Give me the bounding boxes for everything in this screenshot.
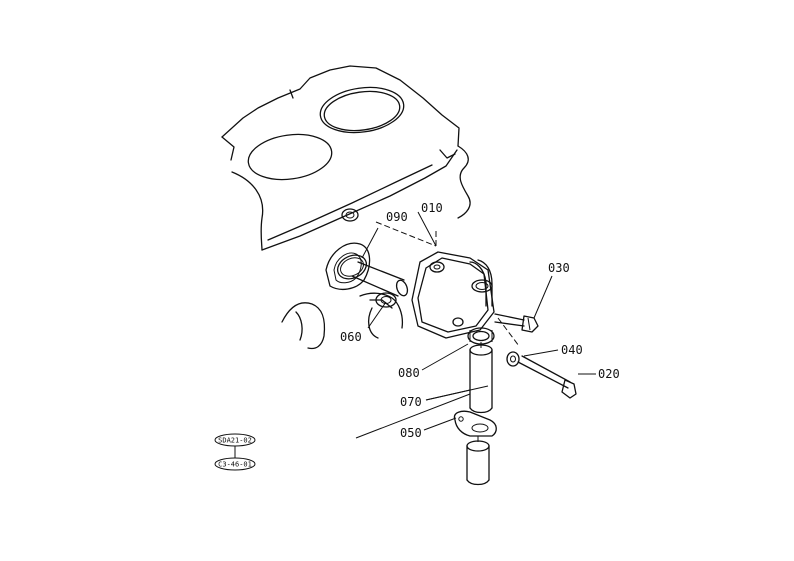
engine-block [221,65,471,350]
gasket-080 [467,327,495,345]
callout-labels: 010 090 030 060 040 080 020 070 050 [340,201,620,440]
bolt-020 [517,355,577,399]
callout-020: 020 [598,367,620,381]
callout-090: 090 [386,210,408,224]
tube-070 [469,344,493,414]
callout-050: 050 [400,426,422,440]
reference-stamps: SDA21-02 C3-46-01 [214,433,256,471]
bolt-030 [494,313,539,333]
pipe-060 [351,261,409,297]
flange-050 [453,410,497,437]
tube-lower [466,440,490,486]
stamp-bottom-text: C3-46-01 [218,461,252,469]
washer-040 [506,351,520,367]
callout-060: 060 [340,330,362,344]
stamp-top-text: SDA21-02 [218,437,252,445]
callout-080: 080 [398,366,420,380]
callout-070: 070 [400,395,422,409]
oil-cooler-assembly [411,251,495,339]
stamp-bottom-oval [214,457,256,471]
callout-010: 010 [421,201,443,215]
center-lines [375,221,520,442]
callout-040: 040 [561,343,583,357]
callout-030: 030 [548,261,570,275]
o-ring-090 [336,254,368,280]
leader-lines [355,211,596,439]
